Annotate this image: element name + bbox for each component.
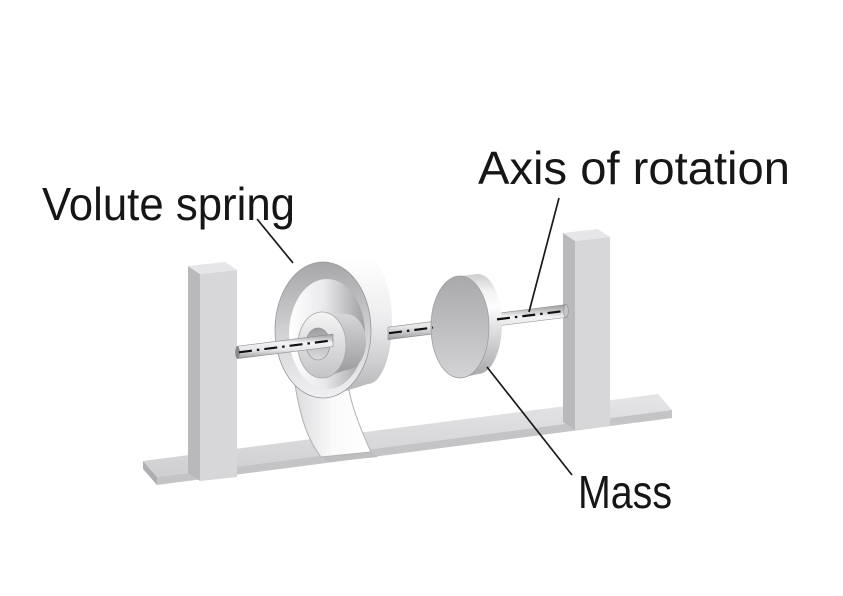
leader-lines [256,197,573,476]
right-support-top-face [563,229,610,241]
base-plate [143,394,672,485]
centerline-left-segment [238,339,334,354]
base-plate-end-face [143,461,157,485]
shaft-centerline [238,309,566,354]
base-plate-top-face [143,394,672,477]
label-axis-of-rotation: Axis of rotation [478,142,790,194]
left-support-front-face [200,270,237,481]
spring-strip-shadow [321,452,378,462]
right-support-front-face [575,237,610,430]
base-plate-front-face [157,410,672,485]
label-mass: Mass [578,466,672,518]
shaft-left-end-cap [235,346,240,359]
mass-disc [430,274,502,379]
leader-line-mass [486,366,573,476]
right-support-side-face [563,233,575,430]
centerline-middle-segment [388,326,434,335]
spring-strip-band [294,383,372,458]
leader-line-volute-spring [256,218,294,264]
spring-strip [294,383,378,462]
mass-disc-left-face [430,275,490,379]
volute-spring [274,260,392,399]
left-support-post [188,262,237,481]
left-support-top-face [188,262,237,274]
label-volute-spring: Volute spring [42,178,295,230]
centerline-right-segment [496,309,566,321]
leader-line-axis-of-rotation [528,197,560,313]
left-support-side-face [188,266,200,481]
shaft-right-end-cap [563,304,569,318]
right-support-post [563,229,610,430]
